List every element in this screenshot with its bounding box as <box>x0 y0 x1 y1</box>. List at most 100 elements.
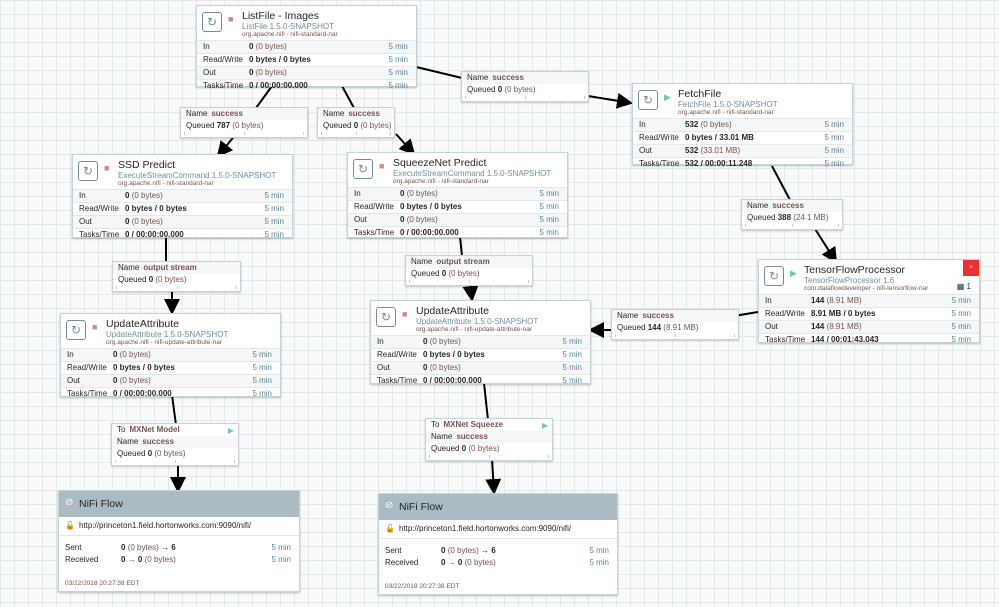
queue-bar <box>465 96 585 99</box>
processor-type: UpdateAttribute 1.5.0-SNAPSHOT <box>416 317 539 326</box>
edge-fetch-tf <box>771 165 836 262</box>
queue-bar <box>409 280 529 283</box>
edge-ssd-up1 <box>166 236 172 313</box>
processor-squeezenet-predict[interactable]: ↻ ■ SqueezeNet Predict ExecuteStreamComm… <box>347 152 568 238</box>
processor-type: TensorFlowProcessor 1.6 <box>804 276 895 285</box>
queue-bar <box>429 455 549 458</box>
processor-icon: ↻ <box>78 161 98 181</box>
stop-square-icon: ■ <box>228 14 234 24</box>
processor-fetchfile[interactable]: ↻ ▶ FetchFile FetchFile 1.5.0-SNAPSHOT o… <box>632 83 853 168</box>
stop-square-icon: ■ <box>379 161 385 171</box>
processor-bundle: org.apache.nifi - nifi-standard-nar <box>678 109 774 116</box>
processor-icon: ↻ <box>66 320 86 340</box>
processor-name: SqueezeNet Predict <box>393 157 487 169</box>
stop-square-icon: ■ <box>402 309 408 319</box>
rpg-header: ⊘ NiFi Flow <box>59 491 299 517</box>
processor-icon: ↻ <box>764 266 784 286</box>
remote-process-group-2[interactable]: ⊘ NiFi Flow 🔓http://princeton1.field.hor… <box>378 493 618 595</box>
processor-bundle: org.apache.nifi - nifi-update-attribute-… <box>416 326 532 333</box>
processor-updateattribute-1[interactable]: ↻ ■ UpdateAttribute UpdateAttribute 1.5.… <box>60 313 281 398</box>
processor-type: ExecuteStreamCommand 1.5.0-SNAPSHOT <box>118 171 277 180</box>
remote-group-icon: ⊘ <box>65 497 74 508</box>
play-triangle-icon: ▶ <box>664 92 671 102</box>
processor-tensorflow[interactable]: ↻ ▶ TensorFlowProcessor TensorFlowProces… <box>758 259 980 346</box>
processor-ssd-predict[interactable]: ↻ ■ SSD Predict ExecuteStreamCommand 1.5… <box>72 154 293 239</box>
processor-name: FetchFile <box>678 88 722 100</box>
processor-icon: ↻ <box>376 307 396 327</box>
processor-listfile[interactable]: ↻ ■ ListFile - Images ListFile 1.5.0-SNA… <box>196 5 417 90</box>
rpg-url[interactable]: 🔓http://princeton1.field.hortonworks.com… <box>59 517 299 536</box>
rpg-title: NiFi Flow <box>399 501 443 513</box>
active-threads: ▦ 1 <box>956 282 971 291</box>
rpg-url[interactable]: 🔓http://princeton1.field.hortonworks.com… <box>379 520 617 539</box>
processor-icon: ↻ <box>202 12 222 32</box>
bulletin-icon[interactable]: ▫ <box>963 260 979 276</box>
play-triangle-icon: ▶ <box>541 421 548 430</box>
edge-list-fetch <box>411 65 631 103</box>
stop-square-icon: ■ <box>104 163 110 173</box>
play-triangle-icon: ▶ <box>227 426 234 435</box>
processor-bundle: org.apache.nifi - nifi-standard-nar <box>242 31 338 38</box>
rpg-timestamp: 03/22/2018 20:27:38 EDT <box>65 580 140 587</box>
processor-bundle: org.apache.nifi - nifi-update-attribute-… <box>106 339 222 346</box>
edge-up1-rpg <box>172 394 178 491</box>
conn-queued: Queued 0 (0 bytes) <box>411 269 480 278</box>
conn-queued: Queued 0 (0 bytes) <box>467 85 536 94</box>
conn-queued: Queued 0 (0 bytes) <box>117 449 186 458</box>
processor-type: FetchFile 1.5.0-SNAPSHOT <box>678 100 778 109</box>
edge-up2-rpg <box>484 382 494 493</box>
processor-bundle: com.dataflowdeveloper - nifi-tensorflow-… <box>804 285 929 292</box>
rpg-title: NiFi Flow <box>79 498 123 510</box>
stop-square-icon: ■ <box>92 322 98 332</box>
processor-name: SSD Predict <box>118 159 176 171</box>
conn-queued: Queued 0 (0 bytes) <box>431 444 500 453</box>
conn-queued: Queued 144 (8.91 MB) <box>617 323 699 332</box>
processor-bundle: org.apache.nifi - nifi-standard-nar <box>118 180 214 187</box>
processor-updateattribute-2[interactable]: ↻ ■ UpdateAttribute UpdateAttribute 1.5.… <box>370 300 591 385</box>
processor-bundle: org.apache.nifi - nifi-standard-nar <box>393 178 489 185</box>
queue-bar <box>116 286 237 289</box>
processor-type: ListFile 1.5.0-SNAPSHOT <box>242 22 335 31</box>
remote-process-group-1[interactable]: ⊘ NiFi Flow 🔓http://princeton1.field.hor… <box>58 490 300 592</box>
queue-bar <box>745 224 839 227</box>
